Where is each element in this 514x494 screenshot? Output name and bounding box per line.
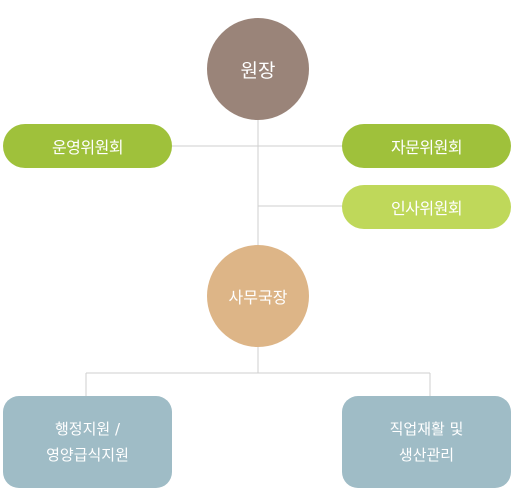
operating-committee-node: 운영위원회	[3, 124, 172, 168]
secretary-general-node: 사무국장	[207, 245, 309, 347]
director-node: 원장	[207, 18, 309, 120]
director-label: 원장	[240, 59, 276, 82]
admin-support-label-line2: 영양급식지원	[46, 446, 129, 464]
personnel-committee-node: 인사위원회	[342, 185, 511, 229]
advisory-committee-node: 자문위원회	[342, 124, 511, 168]
admin-support-node: 행정지원 / 영양급식지원	[3, 396, 172, 488]
advisory-committee-label: 자문위원회	[390, 138, 463, 157]
personnel-committee-label: 인사위원회	[390, 199, 463, 218]
vocational-label-line1: 직업재활 및	[389, 420, 464, 438]
operating-committee-label: 운영위원회	[51, 138, 124, 157]
vocational-node: 직업재활 및 생산관리	[342, 396, 511, 488]
secretary-general-label: 사무국장	[228, 288, 288, 307]
admin-support-label-line1: 행정지원 /	[54, 420, 121, 438]
vocational-label-line2: 생산관리	[398, 446, 455, 464]
